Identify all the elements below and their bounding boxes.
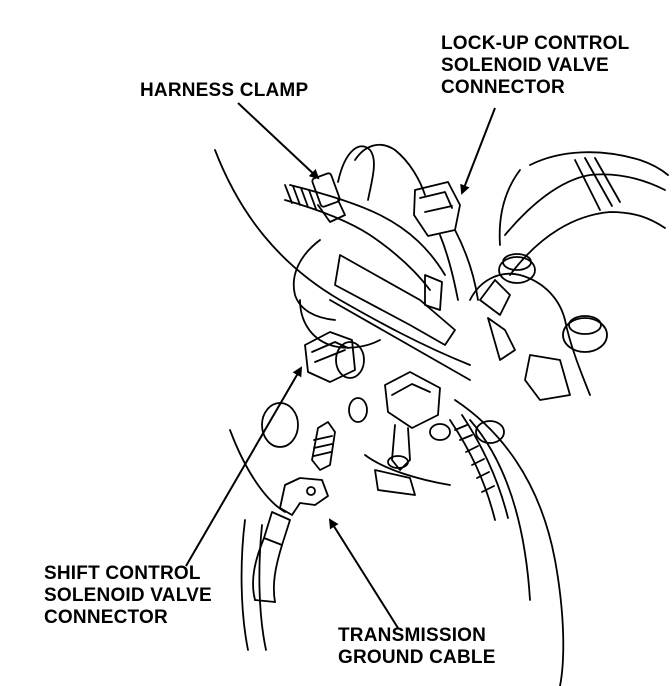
shift-connector-label-line-2: SOLENOID VALVE	[44, 585, 212, 606]
ground-terminal-hole	[306, 486, 316, 496]
hose-upper	[504, 173, 666, 236]
upper-bolt-cap	[502, 253, 532, 271]
center-plate	[334, 254, 456, 346]
case-detail-1	[364, 454, 451, 486]
harness-bundle-top	[289, 184, 446, 276]
valve-body-outline	[469, 272, 591, 396]
lockup-bracket	[424, 274, 443, 311]
harness-bundle-bottom	[284, 199, 431, 291]
leader-ground-cable	[328, 518, 399, 629]
ground-cable-label-line-2: GROUND CABLE	[338, 647, 496, 668]
shift-connector-face	[311, 341, 349, 363]
lockup-connector-label-line-1: LOCK-UP CONTROL	[441, 33, 630, 54]
shift-connector-cap	[335, 341, 365, 379]
harness-clamp-tab	[317, 199, 346, 223]
clamp-strap	[337, 145, 375, 201]
upper-bolt	[498, 256, 536, 284]
ground-cable-label-line-1: TRANSMISSION	[338, 625, 487, 646]
ground-cable	[252, 537, 283, 603]
shift-connector-label: SHIFT CONTROL SOLENOID VALVE CONNECTOR	[44, 563, 212, 629]
lockup-connector-face	[419, 191, 453, 213]
harness-clamp-label-line-1: HARNESS CLAMP	[140, 80, 309, 101]
bracket-right	[524, 354, 571, 401]
leader-harness-clamp	[237, 102, 320, 180]
right-bolt	[562, 317, 608, 353]
ground-terminal	[279, 477, 329, 516]
housing-arc-inner	[469, 419, 531, 601]
bolt-stack	[479, 279, 516, 361]
shift-connector-body	[304, 331, 356, 383]
braided-cable-hatch	[454, 424, 495, 493]
lower-connector-face	[391, 383, 431, 396]
shift-connector-label-line-3: CONNECTOR	[44, 607, 168, 628]
housing-arc	[454, 399, 565, 686]
hose-lower	[509, 211, 666, 276]
lower-connector-nut	[387, 455, 409, 469]
ground-bolt-threads	[313, 435, 333, 457]
leader-shift-connector	[185, 366, 303, 567]
lockup-wire	[439, 229, 479, 301]
lockup-connector-label-line-3: CONNECTOR	[441, 77, 565, 98]
hose-band	[574, 157, 621, 211]
harness-clamp-label: HARNESS CLAMP	[140, 80, 308, 102]
hose-top	[529, 151, 669, 176]
hose-outer	[498, 169, 521, 246]
lockup-connector-label: LOCK-UP CONTROL SOLENOID VALVE CONNECTOR	[441, 33, 629, 99]
lockup-connector-label-line-2: SOLENOID VALVE	[441, 55, 609, 76]
right-bolt-cap	[568, 315, 602, 335]
harness-ribbed	[284, 184, 317, 210]
lower-connector	[384, 371, 441, 429]
ground-cable-end	[254, 599, 276, 603]
case-outline-left	[214, 149, 471, 366]
center-tube-top	[292, 239, 336, 321]
fitting-small-1	[348, 397, 368, 423]
ground-cable-label: TRANSMISSION GROUND CABLE	[338, 625, 496, 669]
clamp-hose	[354, 143, 426, 196]
lower-bracket	[374, 469, 416, 496]
fitting-small-2	[429, 423, 451, 441]
lower-connector-stem	[391, 424, 411, 471]
shift-connector-label-line-1: SHIFT CONTROL	[44, 563, 201, 584]
harness-clamp-body	[311, 172, 341, 208]
case-detail-2	[229, 429, 286, 513]
ground-cable-boot	[263, 511, 291, 546]
fitting-round	[475, 420, 505, 444]
ground-bolt	[311, 421, 336, 471]
center-plate-line	[329, 299, 471, 381]
lower-pipe	[240, 519, 267, 651]
leader-lockup-connector	[460, 107, 496, 195]
